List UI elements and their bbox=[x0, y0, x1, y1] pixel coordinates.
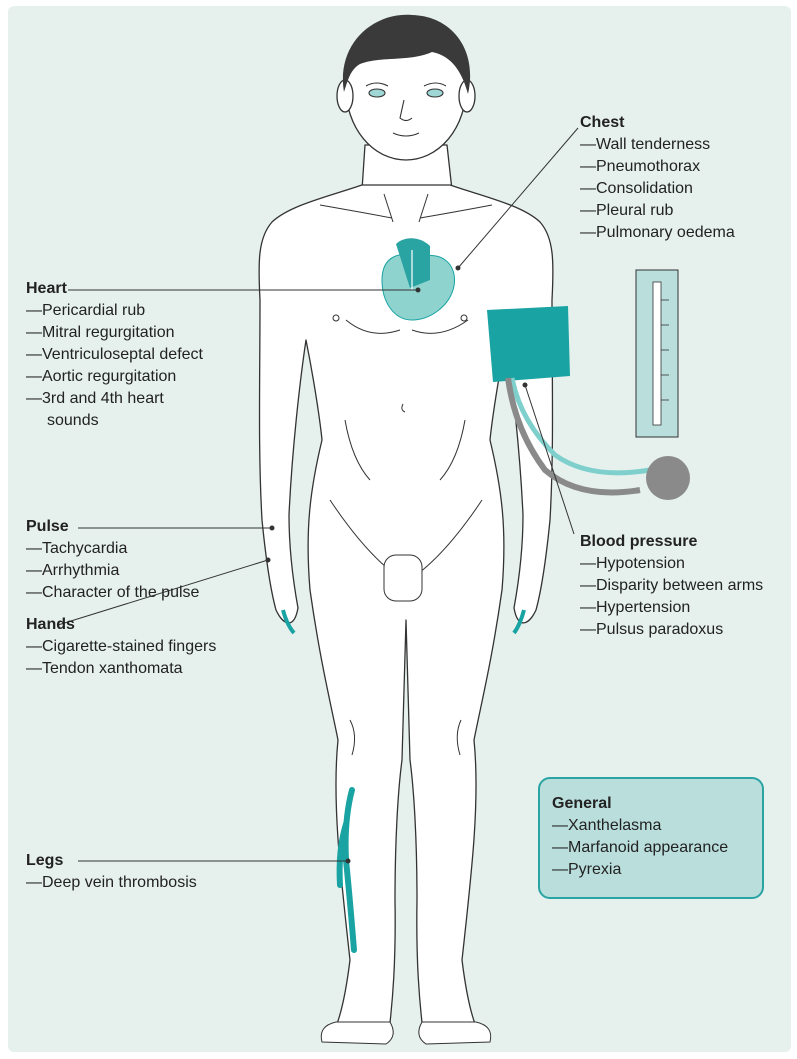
general-item: —Xanthelasma bbox=[552, 815, 728, 837]
heart-title: Heart bbox=[26, 278, 203, 300]
pulse-item: —Arrhythmia bbox=[26, 560, 199, 582]
general-item: —Marfanoid appearance bbox=[552, 837, 728, 859]
legs-label-group: Legs —Deep vein thrombosis bbox=[26, 850, 197, 894]
heart-label-group: Heart —Pericardial rub —Mitral regurgita… bbox=[26, 278, 203, 432]
hands-label-group: Hands —Cigarette-stained fingers —Tendon… bbox=[26, 614, 216, 680]
general-label-group: General —Xanthelasma —Marfanoid appearan… bbox=[552, 793, 728, 881]
heart-item: —Pericardial rub bbox=[26, 300, 203, 322]
heart-item: —Ventriculoseptal defect bbox=[26, 344, 203, 366]
hands-item: —Tendon xanthomata bbox=[26, 658, 216, 680]
pulse-title: Pulse bbox=[26, 516, 199, 538]
blood-pressure-label-group: Blood pressure —Hypotension —Disparity b… bbox=[580, 531, 763, 641]
feet bbox=[321, 1022, 490, 1044]
heart-item: —3rd and 4th heart bbox=[26, 388, 203, 410]
general-item: —Pyrexia bbox=[552, 859, 728, 881]
chest-item: —Consolidation bbox=[580, 178, 735, 200]
heart-item: —Mitral regurgitation bbox=[26, 322, 203, 344]
legs-item: —Deep vein thrombosis bbox=[26, 872, 197, 894]
chest-item: —Wall tenderness bbox=[580, 134, 735, 156]
hands-title: Hands bbox=[26, 614, 216, 636]
blood-pressure-item: —Hypertension bbox=[580, 597, 763, 619]
blood-pressure-item: —Disparity between arms bbox=[580, 575, 763, 597]
chest-label-group: Chest —Wall tenderness —Pneumothorax —Co… bbox=[580, 112, 735, 244]
pulse-item: —Character of the pulse bbox=[26, 582, 199, 604]
general-title: General bbox=[552, 793, 728, 815]
chest-item: —Pneumothorax bbox=[580, 156, 735, 178]
chest-item: —Pleural rub bbox=[580, 200, 735, 222]
blood-pressure-title: Blood pressure bbox=[580, 531, 763, 553]
blood-pressure-item: —Hypotension bbox=[580, 553, 763, 575]
hands-item: —Cigarette-stained fingers bbox=[26, 636, 216, 658]
blood-pressure-item: —Pulsus paradoxus bbox=[580, 619, 763, 641]
body-outline bbox=[259, 16, 553, 1040]
pulse-item: —Tachycardia bbox=[26, 538, 199, 560]
chest-item: —Pulmonary oedema bbox=[580, 222, 735, 244]
pulse-label-group: Pulse —Tachycardia —Arrhythmia —Characte… bbox=[26, 516, 199, 604]
heart-item-continuation: sounds bbox=[26, 410, 203, 432]
chest-title: Chest bbox=[580, 112, 735, 134]
heart-item: —Aortic regurgitation bbox=[26, 366, 203, 388]
legs-title: Legs bbox=[26, 850, 197, 872]
